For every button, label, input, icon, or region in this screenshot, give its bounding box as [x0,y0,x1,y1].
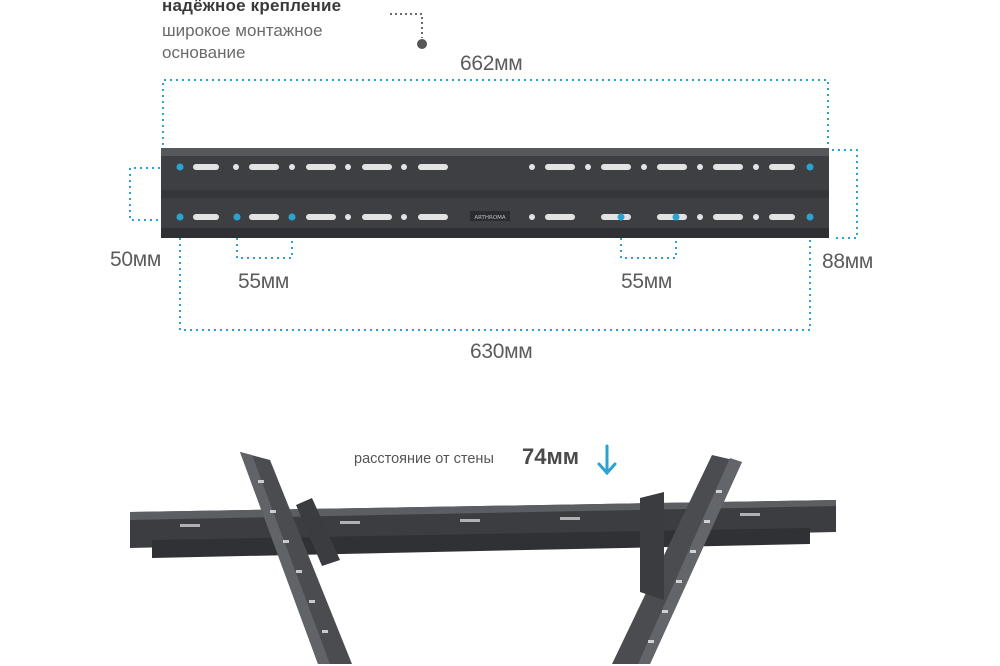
brand-mark: ARTHROMA [474,215,506,221]
dimension-lines [129,79,858,331]
dimension-right-height: 88мм [822,250,874,273]
feature-subtitle: широкое монтажное основание [162,20,422,64]
bracket-assembly-perspective [130,452,836,664]
dim-line-left-step [236,238,293,259]
feature-subtitle-line1: широкое монтажное [162,21,323,40]
wall-distance-label: расстояние от стены [354,451,494,467]
dim-line-hole-span [179,238,811,331]
dimension-left-step: 55мм [238,270,290,293]
mounting-rail-front: ARTHROMA [161,148,829,238]
feature-subtitle-line2: основание [162,43,246,62]
dimension-left-height: 50мм [110,248,162,271]
callout-pointer [390,13,427,49]
dim-line-right-step [620,238,677,259]
dim-line-total-width [162,79,829,145]
dimension-right-step: 55мм [621,270,673,293]
feature-title: надёжное крепление [162,0,342,15]
dim-line-left-height [129,167,160,221]
arrow-down-icon [597,444,617,476]
wall-distance-value: 74мм [522,444,580,469]
dimension-total-width: 662мм [460,52,523,75]
dim-line-right-height [832,149,858,239]
dimension-hole-span: 630мм [470,340,533,363]
